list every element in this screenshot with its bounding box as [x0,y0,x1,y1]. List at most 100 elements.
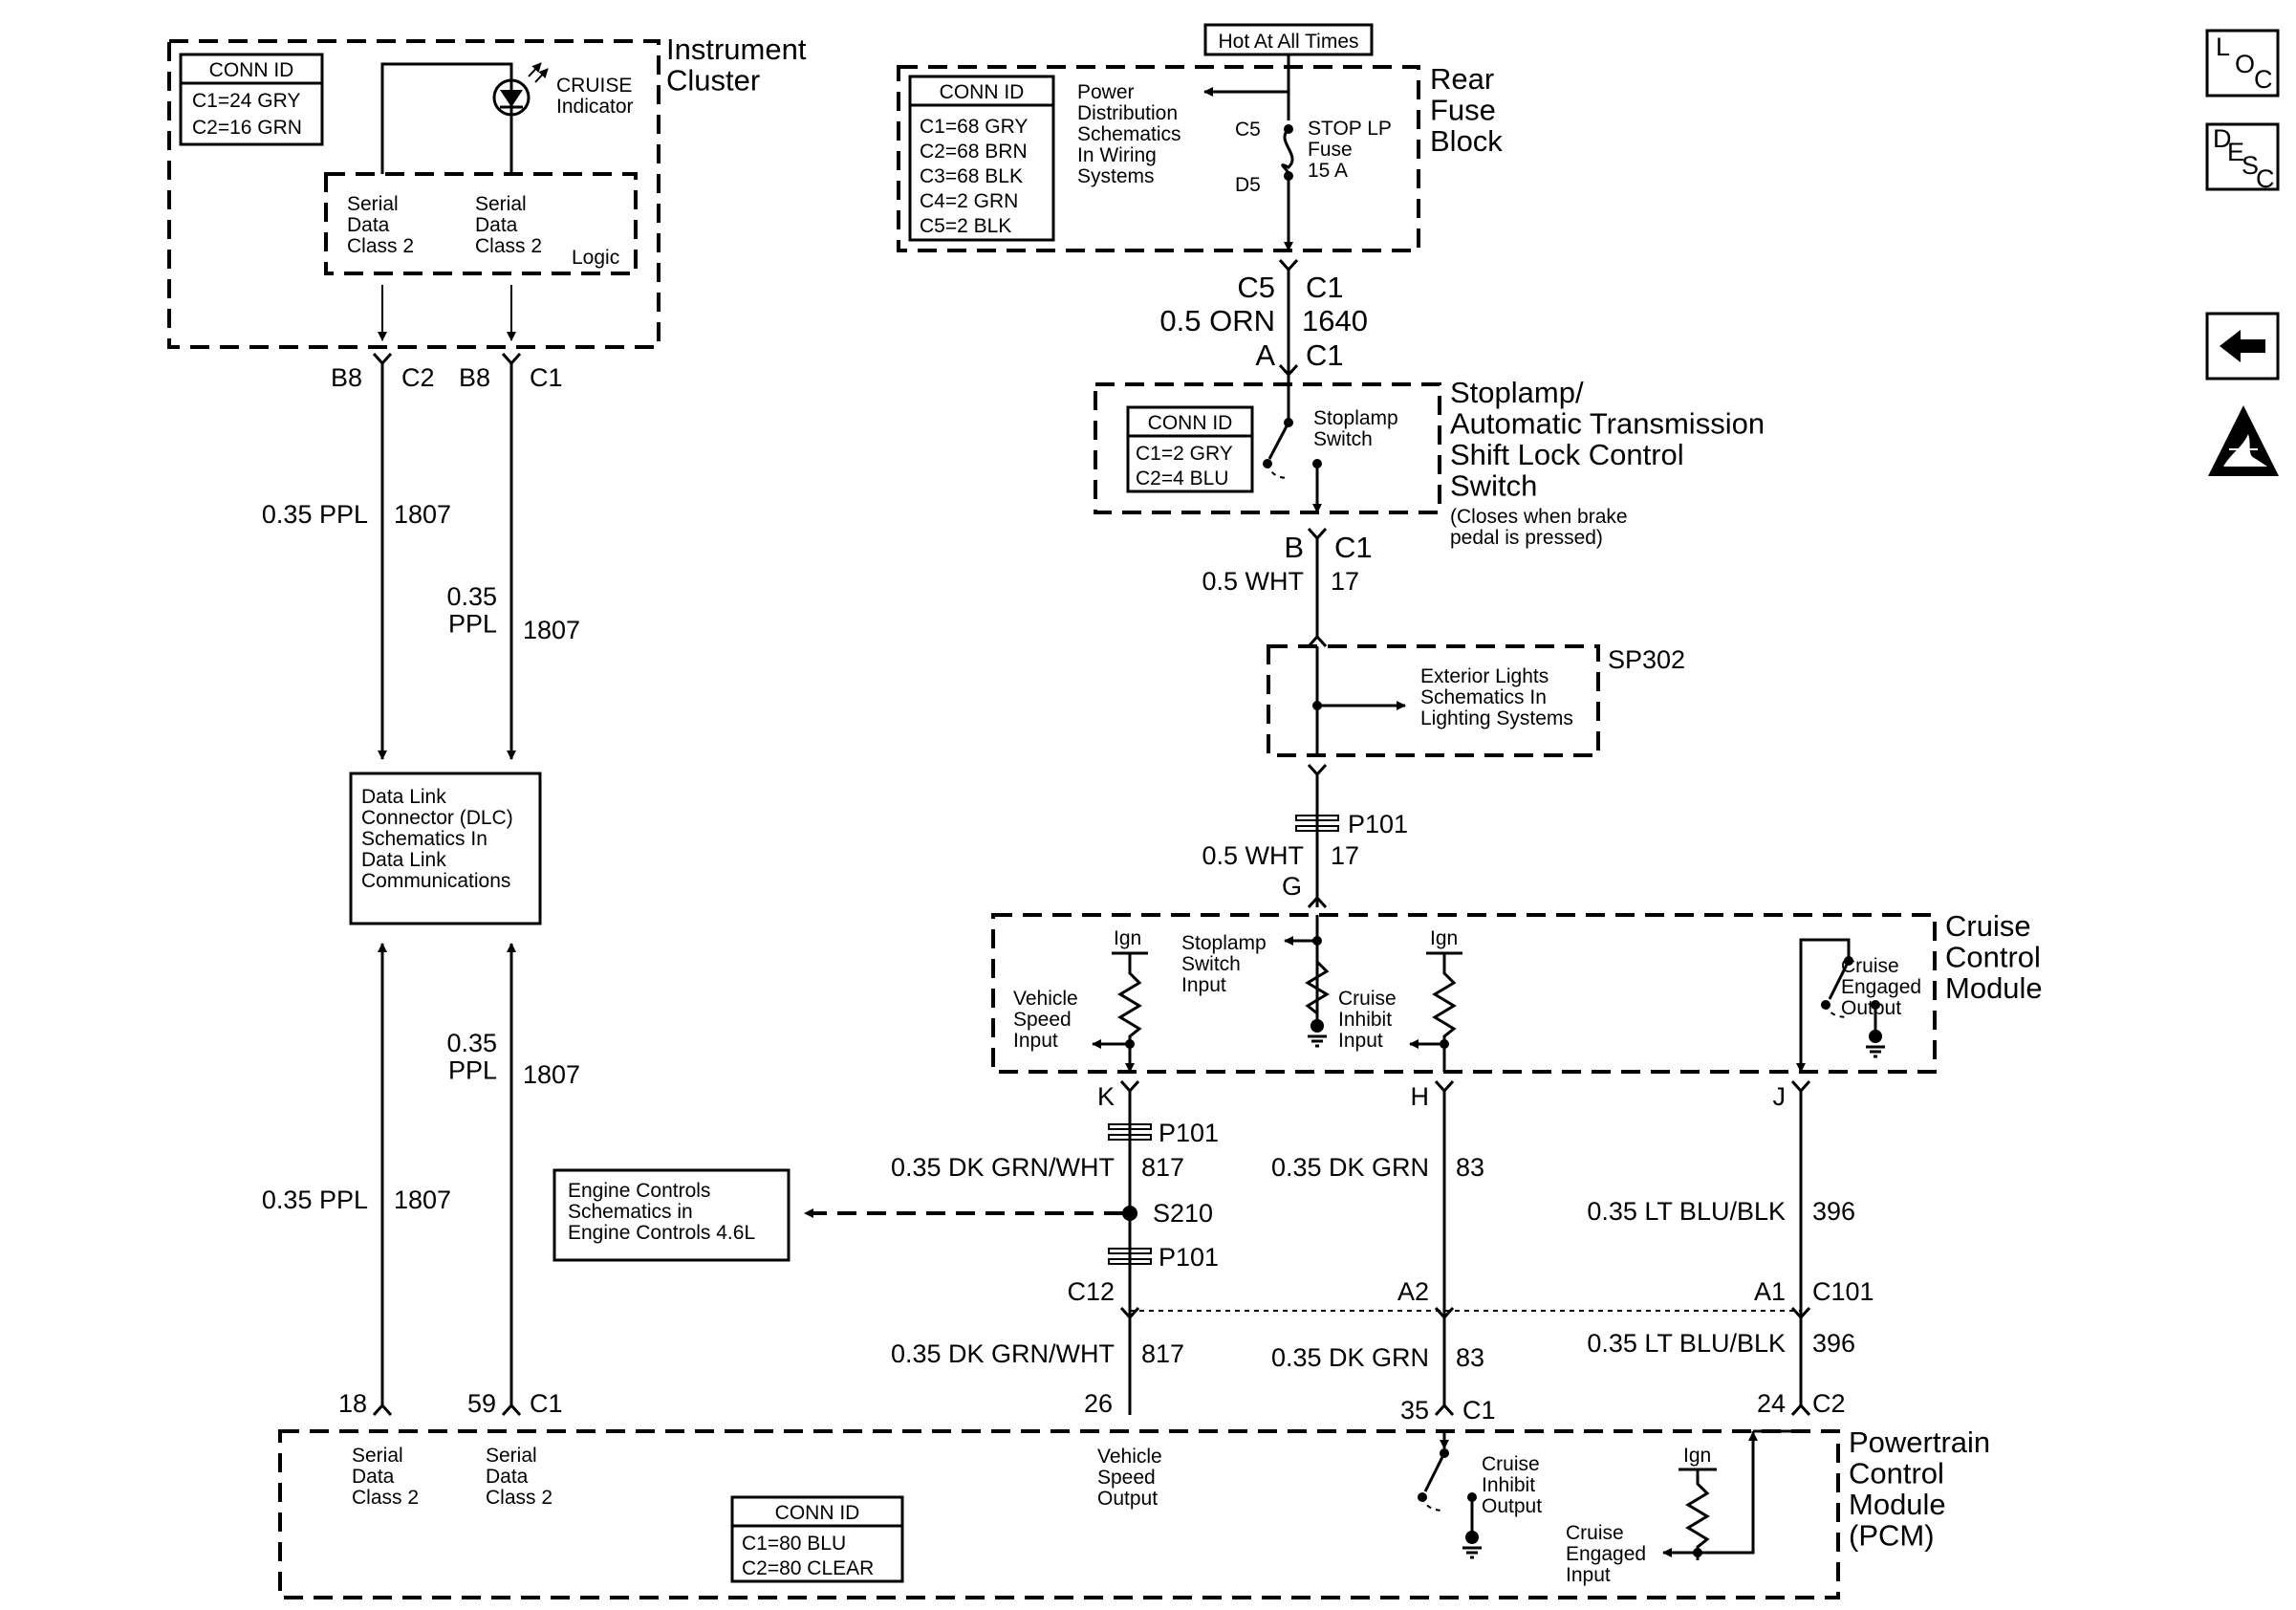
sp302-label: SP302 [1608,645,1685,674]
desc-icon-c: C [2256,164,2275,193]
loc-icon-l: L [2216,33,2230,61]
j2-wire-number: 396 [1812,1329,1855,1358]
rfb-conn-id-c4: C4=2 GRN [920,190,1018,212]
loc-icon-c: C [2254,65,2273,94]
wire-17-lower: P101 0.5 WHT 17 G [1202,763,1408,909]
fuse-pin-c5: C5 [1235,119,1261,141]
esd-warning-button[interactable] [2208,405,2279,476]
side-toolbar: L O C D E S C [2205,29,2280,476]
wire-1640: C5 C1 0.5 ORN 1640 A C1 [1159,258,1368,378]
resistor-icon [1117,953,1142,1052]
desc-button[interactable]: D E S C [2205,122,2280,193]
loc-icon-o: O [2235,50,2255,78]
rfb-conn-id-c3: C3=68 BLK [920,165,1023,187]
p101-lower-label: P101 [1159,1243,1219,1272]
ic-conn-id-c2: C2=16 GRN [192,117,302,139]
pcm-pin-c1-right: C1 [1462,1396,1496,1425]
wire-1807-right-lower-num: 1807 [523,1060,580,1089]
k2-wire-number: 817 [1141,1339,1184,1368]
ccm-ign2: Ign [1430,927,1458,949]
pcm-pin-59: 59 [467,1389,496,1418]
pcm-ign: Ign [1683,1445,1711,1467]
p101-upper-label: P101 [1348,810,1408,838]
wire-17-upper: B C1 0.5 WHT 17 [1202,527,1373,648]
w17b-pin-g: G [1282,872,1302,901]
led-icon [500,90,523,107]
w1640-number: 1640 [1302,304,1368,337]
desc-icon-d: D [2213,124,2232,153]
w17a-top-left: B [1284,531,1304,564]
c101-label: C101 [1812,1277,1874,1306]
desc-icon-e: E [2227,138,2244,166]
pcm-pin-c2: C2 [1812,1389,1846,1418]
hot-at-all-times: Hot At All Times [1218,31,1358,53]
ic-pin-b8-right: B8 [459,363,490,392]
w17a-number: 17 [1331,567,1359,596]
ic-pin-c2: C2 [401,363,435,392]
p101-middle-label: P101 [1159,1119,1219,1147]
j-wire-color: 0.35 LT BLU/BLK [1587,1197,1786,1226]
wire-1807-left-lower-num: 1807 [394,1186,451,1214]
pcm-conn-id-c1: C1=80 BLU [742,1533,846,1555]
fuse-icon [1281,127,1294,175]
ss-conn-id-header: CONN ID [1148,412,1233,434]
rfb-conn-id-c2: C2=68 BRN [920,141,1028,163]
j-wire-number: 396 [1812,1197,1855,1226]
w17b-color: 0.5 WHT [1202,841,1304,870]
back-button[interactable] [2205,312,2280,381]
rfb-conn-id-c1: C1=68 GRY [920,116,1028,138]
loc-button[interactable]: L O C [2205,29,2280,98]
k2-wire-color: 0.35 DK GRN/WHT [891,1339,1115,1368]
pcm-pin-35: 35 [1400,1396,1429,1425]
a1-label: A1 [1754,1277,1786,1306]
w1640-bot-left: A [1255,338,1275,372]
w1640-bot-right: C1 [1306,338,1344,372]
s210-splice [1122,1206,1137,1221]
pcm-pin-c1-left: C1 [530,1389,563,1418]
j2-wire-color: 0.35 LT BLU/BLK [1587,1329,1786,1358]
ic-conn-id-box: CONN ID C1=24 GRY C2=16 GRN [179,53,324,146]
h-wire-color: 0.35 DK GRN [1271,1153,1429,1182]
k-wire-color: 0.35 DK GRN/WHT [891,1153,1115,1182]
h2-wire-color: 0.35 DK GRN [1271,1343,1429,1372]
pcm-pin-26: 26 [1084,1389,1113,1418]
ic-pin-b8-left: B8 [331,363,362,392]
rfb-conn-id-header: CONN ID [940,81,1025,103]
ic-logic-label: Logic [572,247,619,269]
back-arrow-icon [2220,330,2265,362]
ccm-pin-h: H [1411,1082,1430,1111]
ss-conn-id-box: CONN ID C1=2 GRY C2=4 BLU [1126,405,1254,493]
pcm-conn-id-box: CONN ID C1=80 BLU C2=80 CLEAR [730,1495,904,1583]
h-wire-number: 83 [1456,1153,1484,1182]
k-wire-number: 817 [1141,1153,1184,1182]
c12-label: C12 [1067,1277,1115,1306]
lower-wires: P101 0.35 DK GRN/WHT 817 S210 P101 0.35 … [804,1091,1874,1415]
w17a-color: 0.5 WHT [1202,567,1304,596]
rfb-conn-id-box: CONN ID C1=68 GRY C2=68 BRN C3=68 BLK C4… [908,75,1055,242]
w17a-top-right: C1 [1334,531,1373,564]
rfb-conn-id-c5: C5=2 BLK [920,215,1011,237]
fuse-pin-d5: D5 [1235,174,1261,196]
wire-1807-left-lower-color: 0.35 PPL [262,1186,368,1214]
